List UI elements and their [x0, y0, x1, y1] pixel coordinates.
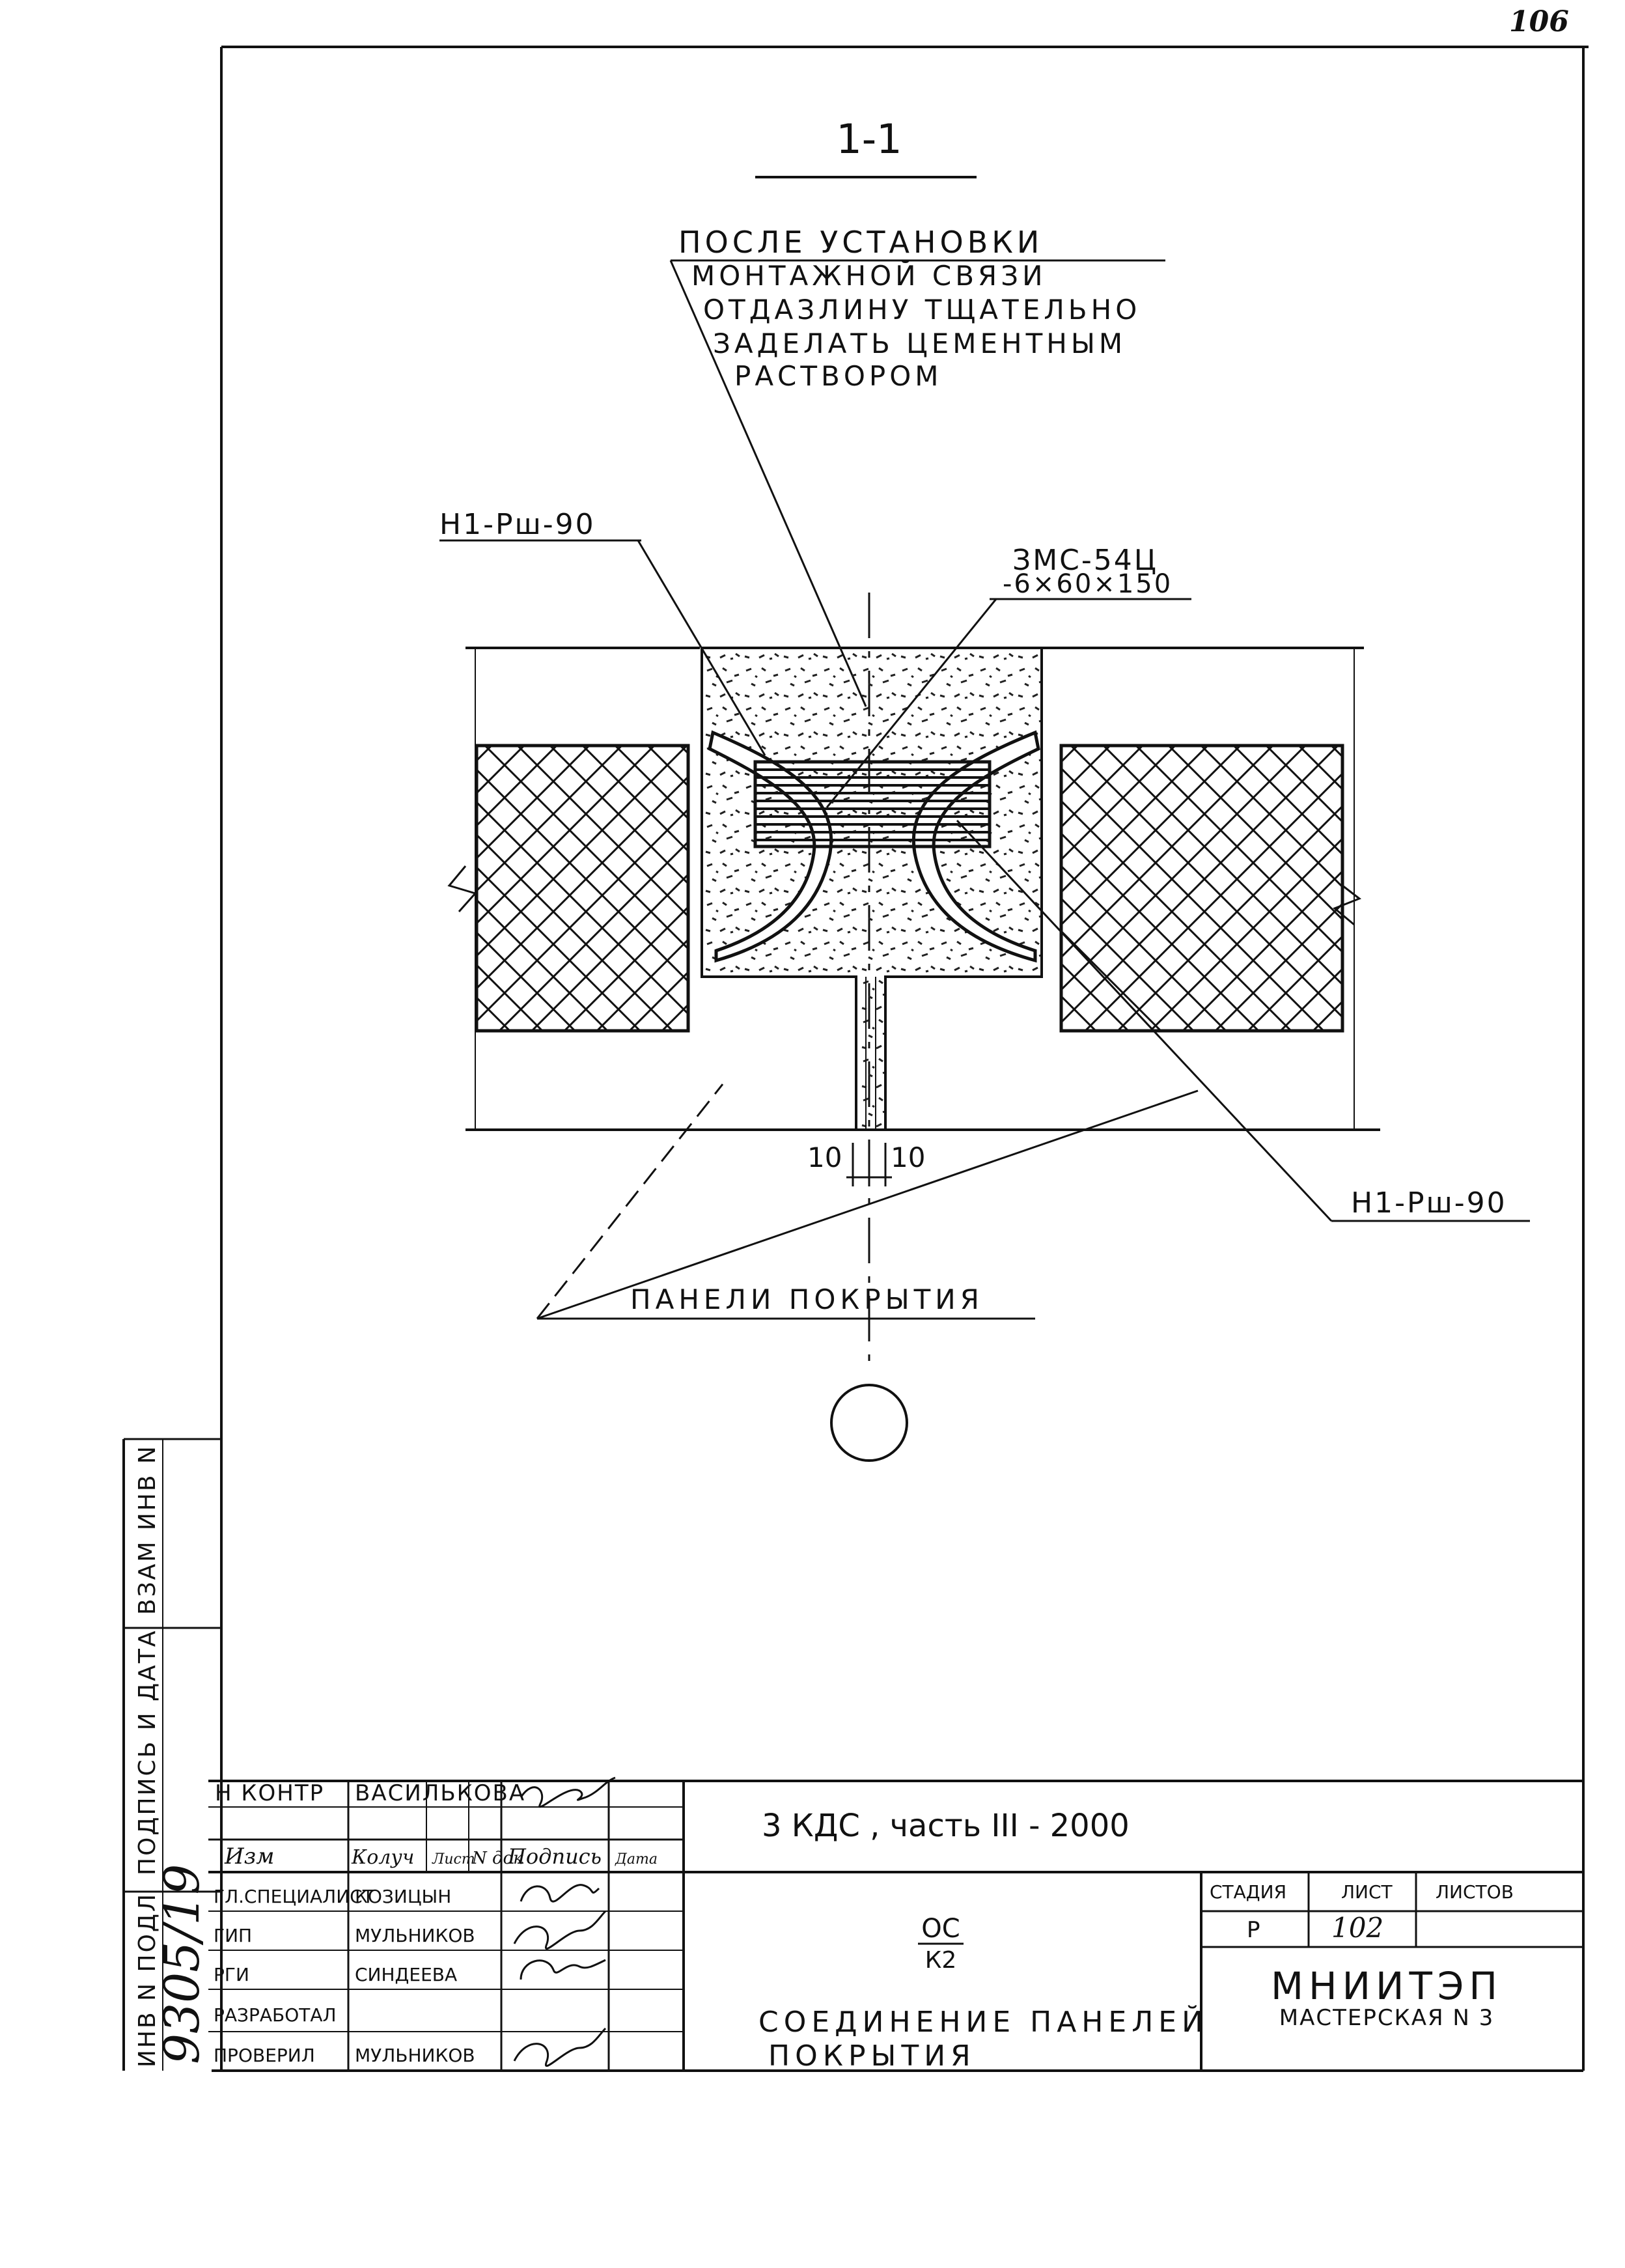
n-kontr-name: ВАСИЛЬКОВА: [355, 1780, 525, 1806]
note-line-5: РАСТВОРОМ: [734, 360, 943, 392]
sheet-label: ЛИСТ: [1341, 1881, 1393, 1903]
header-data: Дата: [615, 1851, 658, 1868]
break-line-left: [447, 865, 477, 912]
row-name-3: СИНДЕЕВА: [355, 1964, 457, 1985]
signatures: [513, 1776, 616, 2067]
insulation-left: [475, 744, 690, 1033]
sheet-title-line-2: ПОКРЫТИЯ: [768, 2039, 976, 2073]
row-role-5: ПРОВЕРИЛ: [214, 2045, 315, 2066]
anchor-right-label: Н1-Рш-90: [1351, 1186, 1507, 1220]
insulation-right: [1059, 744, 1344, 1033]
note-line-3: ОТДАЗЛИНУ ТЩАТЕЛЬНО: [703, 294, 1141, 326]
stamp-inv-vzam: ВЗАМ ИНВ N: [134, 1444, 161, 1615]
header-kol: Колуч: [351, 1846, 414, 1869]
sheet-title-line-1: СОЕДИНЕНИЕ ПАНЕЛЕЙ: [758, 2004, 1208, 2039]
section-marker-circle: [830, 1384, 908, 1462]
row-name-1: КОЗИЦЫН: [355, 1886, 451, 1907]
sheets-label: ЛИСТОВ: [1436, 1881, 1514, 1903]
header-list: Лист: [432, 1851, 475, 1868]
page-number: 106: [1509, 5, 1569, 38]
row-name-5: МУЛЬНИКОВ: [355, 2045, 475, 2066]
svg-text:10: 10: [807, 1141, 842, 1173]
gap-dimension: 10 10: [807, 1141, 925, 1186]
document-code: 3 КДС , часть III - 2000: [762, 1808, 1130, 1844]
row-role-4: РАЗРАБОТАЛ: [214, 2004, 337, 2026]
plate-name-label: ЗМС-54Ц: [1012, 544, 1158, 577]
svg-text:10: 10: [891, 1141, 925, 1173]
note-line-4: ЗАДЕЛАТЬ ЦЕМЕНТНЫМ: [713, 328, 1126, 359]
drawing-mark-bottom: К2: [925, 1947, 956, 1974]
drawing-frame: [212, 46, 1589, 2072]
n-kontr-role: Н КОНТР: [215, 1780, 324, 1806]
header-ndok: N док: [471, 1849, 523, 1868]
org-name: МНИИТЭП: [1271, 1964, 1503, 2008]
break-line-right: [1333, 884, 1362, 926]
stamp-inv-number: 9305/19: [154, 1864, 210, 2064]
leader-lines: [439, 539, 1530, 1320]
note-line-1: ПОСЛЕ УСТАНОВКИ: [678, 225, 1043, 260]
side-stamp: ВЗАМ ИНВ N ПОДПИСЬ И ДАТА ИНВ N ПОДЛ 930…: [122, 1438, 221, 2071]
mortar-joint: [701, 647, 1043, 1131]
row-role-3: РГИ: [214, 1964, 249, 1985]
drawing-mark-top: ОС: [921, 1914, 960, 1944]
row-role-1: ГЛ.СПЕЦИАЛИСТ: [214, 1886, 374, 1907]
title-block: Н КОНТР ВАСИЛЬКОВА Изм Колуч Лист N док …: [208, 1776, 1583, 2073]
plate-size-label: -6×60×150: [1003, 569, 1173, 599]
connection-plate: [753, 760, 992, 848]
panels-label: ПАНЕЛИ ПОКРЫТИЯ: [630, 1283, 984, 1315]
section-label: 1-1: [755, 115, 977, 178]
anchor-left-label: Н1-Рш-90: [439, 508, 596, 541]
row-name-2: МУЛЬНИКОВ: [355, 1925, 475, 1946]
stage-label: СТАДИЯ: [1210, 1881, 1286, 1903]
stamp-inv-podl: ИНВ N ПОДЛ: [134, 1892, 161, 2067]
row-role-2: ГИП: [214, 1925, 252, 1946]
header-podpis: Подпись: [507, 1844, 602, 1869]
org-sub: МАСТЕРСКАЯ N 3: [1279, 2005, 1495, 2031]
stamp-signature-date: ПОДПИСЬ И ДАТА: [134, 1629, 161, 1875]
stage-value: Р: [1247, 1917, 1260, 1943]
header-izm: Изм: [224, 1843, 274, 1869]
mortar-note: ПОСЛЕ УСТАНОВКИ МОНТАЖНОЙ СВЯЗИ ОТДАЗЛИН…: [669, 225, 1165, 707]
svg-text:1-1: 1-1: [836, 115, 902, 163]
note-line-2: МОНТАЖНОЙ СВЯЗИ: [691, 259, 1047, 292]
sheet-value: 102: [1331, 1912, 1383, 1944]
